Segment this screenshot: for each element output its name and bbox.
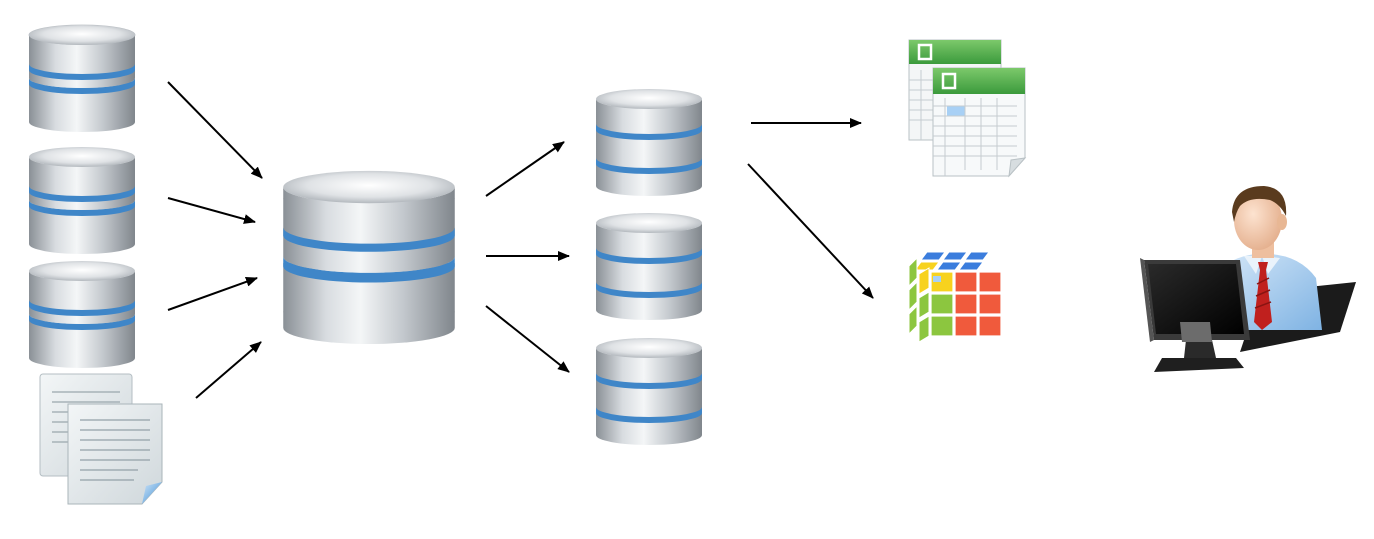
source-db-3 — [27, 258, 137, 368]
database-icon — [29, 261, 135, 368]
database-icon — [596, 338, 702, 445]
database-icon — [28, 24, 136, 132]
source-db-2 — [27, 144, 137, 254]
spreadsheet-front — [932, 67, 1027, 178]
spreadsheet-reports — [905, 36, 1029, 178]
arrow-warehouse-to-mart-1 — [485, 141, 565, 197]
data-mart-3 — [594, 335, 704, 445]
database-icon — [596, 213, 702, 320]
data-mart-1 — [594, 86, 704, 196]
olap-cube — [905, 248, 1009, 348]
database-icon — [596, 89, 702, 196]
spreadsheet-icon — [908, 39, 1027, 178]
data-mart-2 — [594, 210, 704, 320]
monitor — [1140, 258, 1250, 372]
arrow-source-db-3-to-warehouse — [167, 277, 258, 311]
source-documents — [38, 372, 166, 508]
database-icon — [283, 170, 455, 344]
central-warehouse — [280, 165, 458, 345]
user-at-computer-icon — [1140, 186, 1356, 372]
arrow-documents-to-warehouse — [195, 341, 262, 399]
source-db-1 — [27, 22, 137, 132]
documents-icon — [39, 373, 163, 505]
arrow-warehouse-to-mart-3 — [485, 305, 570, 373]
arrow-source-db-2-to-warehouse — [167, 197, 256, 224]
database-icon — [29, 147, 135, 254]
arrow-source-db-1-to-warehouse — [167, 81, 263, 179]
business-user — [1140, 182, 1356, 374]
arrow-mart-1-to-olap-cube — [747, 163, 874, 299]
olap-cube-icon — [908, 251, 1002, 343]
